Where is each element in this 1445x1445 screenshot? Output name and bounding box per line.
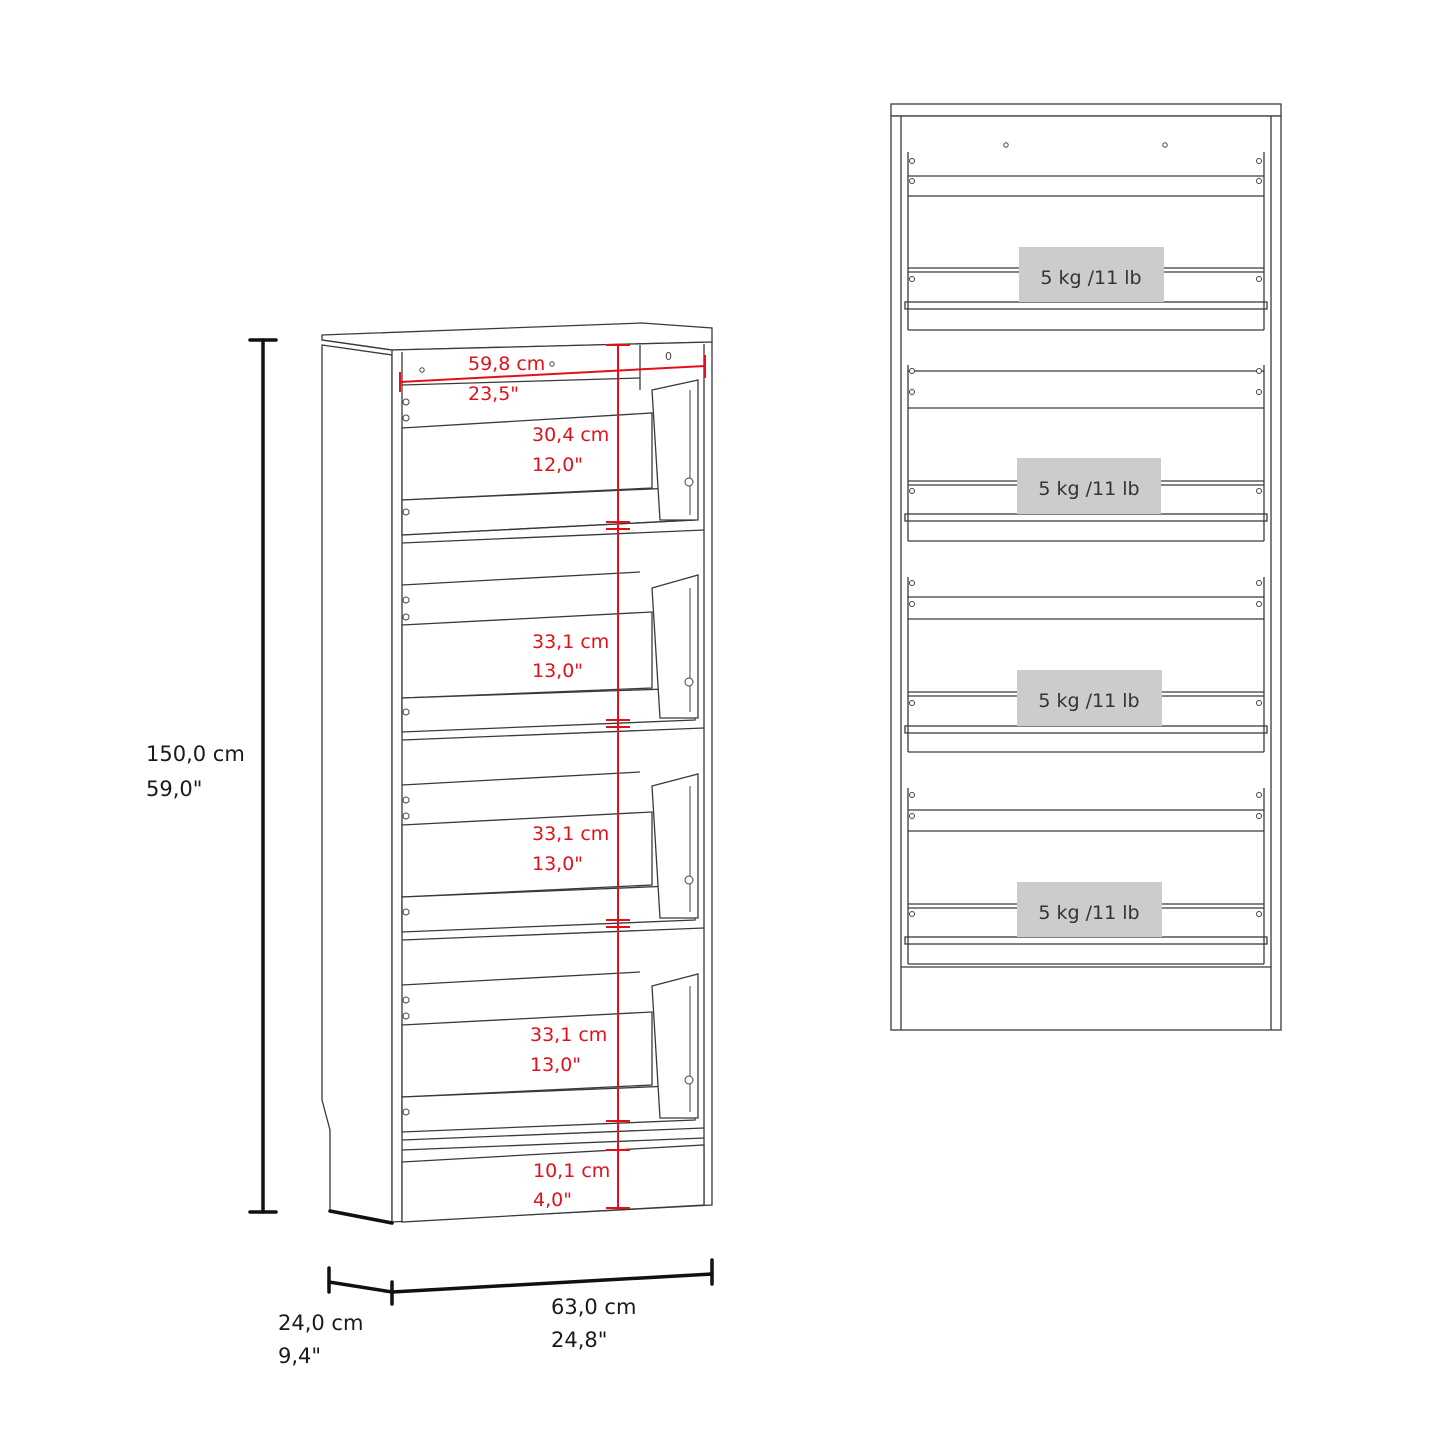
compartment-4-cm: 33,1 cm — [530, 1024, 607, 1046]
load-label-4: 5 kg /11 lb — [1038, 902, 1139, 924]
compartment-1-in: 12,0" — [532, 454, 583, 476]
inner-width-cm-label: 59,8 cm — [468, 353, 545, 375]
depth-in-label: 9,4" — [278, 1344, 321, 1368]
width-cm-label: 63,0 cm — [551, 1295, 636, 1319]
depth-cm-label: 24,0 cm — [278, 1311, 363, 1335]
interior-view-cabinet: 5 kg /11 lb 5 kg /11 lb 5 kg /11 lb 5 kg… — [890, 103, 1282, 1031]
width-in-label: 24,8" — [551, 1328, 607, 1352]
load-badge-2: 5 kg /11 lb — [1017, 458, 1161, 514]
compartment-4-in: 13,0" — [530, 1054, 581, 1076]
front-frame — [391, 341, 713, 1223]
base-height-cm: 10,1 cm — [533, 1160, 610, 1182]
load-badge-4: 5 kg /11 lb — [1017, 882, 1162, 937]
interior-shelf-4 — [904, 788, 1268, 965]
compartment-2-cm: 33,1 cm — [532, 631, 609, 653]
height-in-label: 59,0" — [146, 777, 202, 801]
interior-shelf-3 — [904, 577, 1268, 753]
front-view-cabinet: 0 — [321, 322, 713, 1225]
load-label-1: 5 kg /11 lb — [1040, 267, 1141, 289]
compartment-1-cm: 30,4 cm — [532, 424, 609, 446]
height-dimension: 150,0 cm 59,0" — [146, 338, 278, 1214]
load-badge-1: 5 kg /11 lb — [1019, 247, 1164, 302]
height-cm-label: 150,0 cm — [146, 742, 245, 766]
svg-text:0: 0 — [665, 350, 672, 363]
compartment-3-in: 13,0" — [532, 853, 583, 875]
inner-width-in-label: 23,5" — [468, 383, 519, 405]
load-badge-3: 5 kg /11 lb — [1017, 670, 1162, 726]
side-panel — [321, 344, 393, 1223]
compartment-2-in: 13,0" — [532, 660, 583, 682]
drawer-1 — [401, 379, 705, 544]
depth-width-dimension: 24,0 cm 9,4" 63,0 cm 24,8" — [278, 1258, 714, 1368]
load-label-3: 5 kg /11 lb — [1038, 690, 1139, 712]
load-label-2: 5 kg /11 lb — [1038, 478, 1139, 500]
base-plinth — [401, 1144, 705, 1223]
compartment-3-cm: 33,1 cm — [532, 823, 609, 845]
inner-dimensions: 59,8 cm 23,5" 30,4 cm 12,0" 33,1 cm 13,0… — [399, 344, 706, 1211]
base-height-in: 4,0" — [533, 1189, 572, 1211]
